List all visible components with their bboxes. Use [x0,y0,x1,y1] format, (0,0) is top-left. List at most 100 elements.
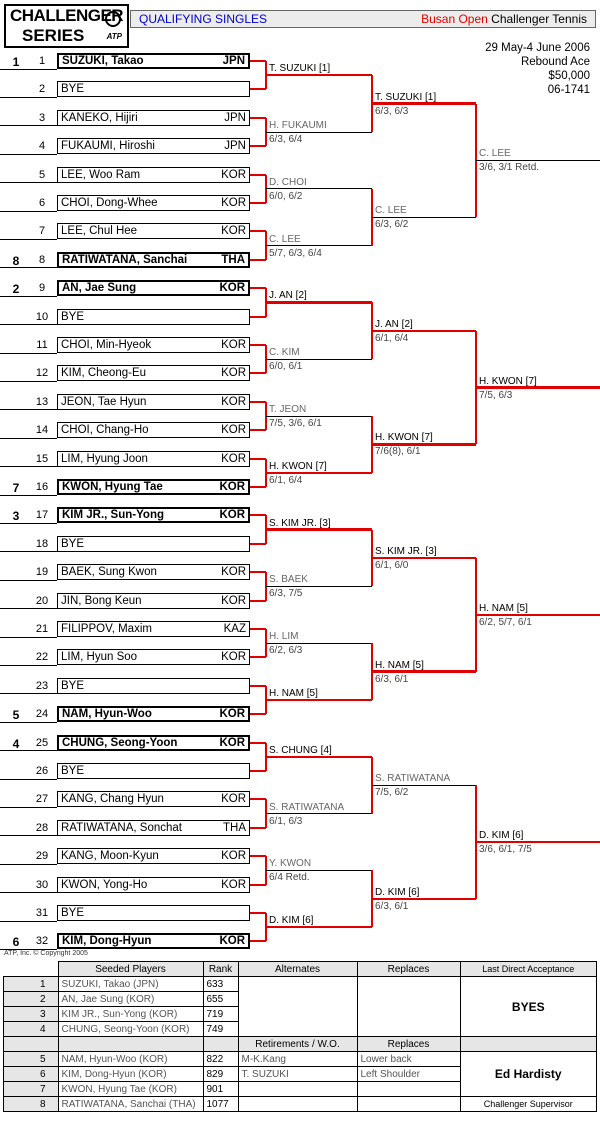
entry-connector [250,116,266,119]
event-subtitle: Challenger Tennis [491,12,587,26]
entry-rule [0,96,57,98]
entry-connector [250,202,266,204]
logo-text-line1: CHALLENGER [10,6,124,25]
draw-position: 6 [38,197,46,209]
winner-line [266,131,372,133]
draw-position: 4 [38,140,46,153]
draw-position: 32 [35,935,49,948]
entry-connector [250,826,266,829]
match-score: 5/7, 6/3, 6/4 [269,247,322,259]
winner-name: H. LIM [269,631,299,643]
entry-rule [0,721,57,723]
match-score: 6/3, 7/5 [269,588,303,600]
entry-rule [0,750,57,752]
winner-name: H. KWON [7] [375,432,433,444]
entry-rule [0,522,57,524]
summary-table: Seeded Players Rank Alternates Replaces … [3,961,597,1112]
draw-position: 11 [36,339,48,351]
match-score: 6/2, 5/7, 6/1 [479,616,532,628]
player-country: JPN [224,140,246,153]
player-name: LEE, Woo Ram [61,168,141,181]
player-name: SUZUKI, Takao [62,55,144,67]
player-name: JEON, Tae Hyun [61,395,147,408]
draw-position: 21 [35,623,49,635]
match-score: 6/3, 6/2 [375,219,409,231]
entry-connector [250,571,266,574]
match-score: 6/3, 6/4 [269,134,303,145]
winner-line [476,386,600,389]
entry-connector [250,287,266,290]
draw-position: 2 [38,83,46,96]
winner-line [476,840,600,844]
entry-connector [250,855,266,858]
winner-name: J. AN [2] [269,290,307,302]
match-score: 3/6, 6/1, 7/5 [479,844,532,855]
winner-line [266,73,372,77]
player-name: KWON, Yong-Ho [61,878,148,891]
draw-position: 19 [35,566,49,579]
winner-name: S. RATIWATANA [375,773,451,785]
winner-line [372,216,476,218]
winner-line [266,813,372,815]
winner-line [266,245,372,247]
winner-name: J. AN [2] [375,318,413,330]
winner-line [266,869,372,871]
winner-name: C. KIM [269,347,300,359]
seed-row: 5 NAM, Hyun-Woo (KOR) 822 M-K.Kang Lower… [3,1051,597,1097]
seed-number: 5 [12,708,20,723]
alternates-header: Alternates [237,961,358,977]
player-name: KANG, Moon-Kyun [61,850,159,863]
entry-rule [0,68,57,70]
entry-rule [0,892,57,894]
entry-connector [250,429,266,432]
winner-name: T. SUZUKI [1] [375,91,437,103]
entry-connector [250,713,266,716]
entry-rule [0,494,57,496]
match-score: 6/1, 6/3 [269,815,303,827]
entry-connector [250,770,266,772]
seed-number: 3 [12,509,20,524]
last-direct-acceptance-header: Last Direct Acceptance [459,961,597,977]
entry-rule [0,409,57,411]
entry-connector [250,486,266,488]
entry-rule [0,210,57,212]
player-name: KANEKO, Hijiri [61,111,138,124]
tournament-code: 06-1741 [547,84,590,96]
player-name: KIM, Cheong-Eu [61,367,147,380]
player-name: CHOI, Min-Hyeok [61,339,152,351]
player-name: KIM, Dong-Hyun [62,935,152,948]
entry-rule [0,295,57,297]
draw-position: 20 [35,594,49,607]
player-country: KOR [221,225,246,238]
entry-connector [250,628,266,630]
retirement-reason: Left Shoulder [356,1066,461,1082]
player-entry: BYE [57,763,250,779]
draw-position: 31 [35,907,49,919]
draw-position: 10 [35,310,49,323]
winner-line [372,897,476,901]
tournament-dates: 29 May-4 June 2006 [485,42,590,54]
draw-position: 23 [35,679,49,692]
draw-position: 1 [38,55,46,67]
draw-position: 5 [38,168,46,181]
entry-connector [250,344,266,346]
retirements-header: Retirements / W.O. [237,1036,358,1052]
entry-rule [0,636,57,638]
player-country: KOR [221,566,246,579]
entry-rule [0,238,57,240]
match-score: 7/5, 6/3 [479,389,513,401]
entry-connector [250,88,266,91]
draw-position: 12 [35,367,49,380]
winner-name: S. KIM JR. [3] [269,517,331,529]
copyright: ATP, Inc. © Copyright 2005 [4,950,88,957]
entry-rule [0,806,57,808]
